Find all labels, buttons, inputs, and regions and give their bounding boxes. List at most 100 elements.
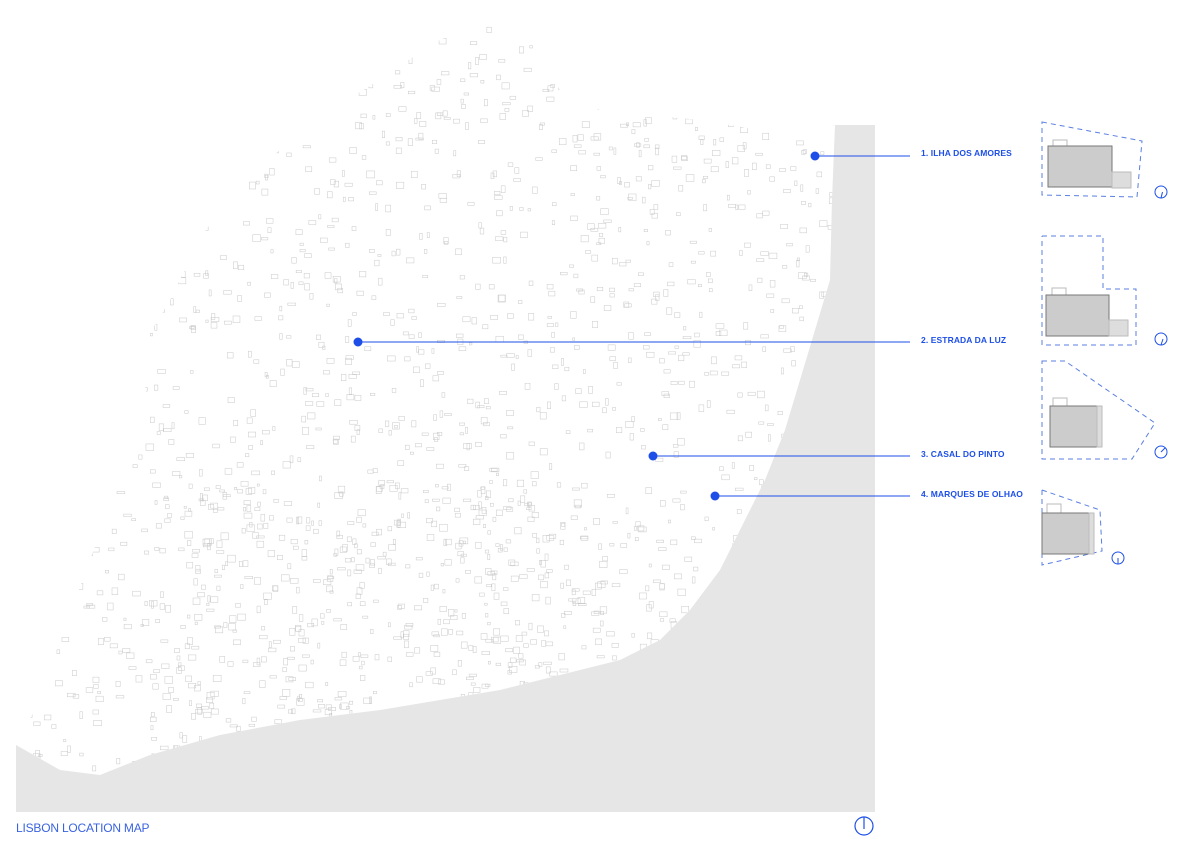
building-footprint [436,79,442,85]
building-footprint [395,181,405,189]
building-footprint [43,492,52,498]
building-footprint [432,375,439,382]
building-footprint [509,206,513,211]
building-footprint [88,446,97,451]
building-footprint [182,735,188,743]
site-marker-4[interactable] [710,491,720,501]
building-footprint [419,233,423,240]
building-footprint [460,553,467,557]
building-footprint [644,332,651,337]
building-footprint [700,139,704,145]
site-label-1: 1. ILHA DOS AMORES [921,148,1012,158]
building-footprint [697,284,702,288]
building-footprint [242,560,249,567]
building-footprint [277,704,286,709]
building-footprint [36,306,43,313]
site-label-3: 3. CASAL DO PINTO [921,449,1005,459]
building-footprint [695,127,698,131]
building-footprint [293,545,299,550]
building-footprint [140,624,144,627]
building-footprint [478,140,485,144]
building-footprint [256,605,261,614]
building-footprint [263,522,269,529]
building-footprint [510,561,519,567]
building-footprint [700,43,704,49]
building-footprint [611,583,621,587]
building-footprint [457,551,464,557]
building-footprint [591,254,598,262]
building-footprint [44,584,48,592]
building-footprint [794,180,798,186]
building-footprint [545,596,551,605]
building-footprint [215,51,223,60]
building-footprint [484,398,489,405]
building-footprint [341,170,345,177]
building-footprint [335,283,342,291]
building-footprint [283,501,293,506]
building-footprint [386,558,392,565]
building-footprint [155,619,161,623]
building-footprint [443,237,449,244]
building-footprint [634,143,642,147]
building-footprint [452,174,461,179]
building-footprint [478,509,487,516]
building-footprint [178,662,182,667]
building-footprint [423,249,428,254]
building-footprint [347,569,352,577]
building-footprint [100,47,104,54]
building-footprint [283,71,291,79]
site-marker-1[interactable] [810,151,820,161]
building-footprint [333,553,338,557]
building-footprint [487,530,491,535]
building-footprint [315,427,322,431]
building-footprint [469,73,478,78]
building-footprint [243,512,253,519]
building-footprint [144,550,149,555]
building-footprint [263,592,272,600]
building-footprint [252,54,256,58]
building-footprint [413,366,420,374]
building-footprint [503,506,512,510]
building-footprint [539,412,547,420]
site-marker-2[interactable] [353,337,363,347]
building-footprint [172,386,180,390]
building-footprint [762,132,769,141]
building-footprint [198,417,206,425]
building-footprint [139,387,148,392]
building-footprint [86,604,96,609]
building-footprint [434,148,439,154]
building-footprint [358,89,367,96]
building-footprint [509,21,515,26]
building-footprint [672,166,682,170]
building-footprint [228,86,231,90]
building-footprint [410,451,414,455]
building-footprint [37,403,43,409]
building-footprint [318,520,322,526]
building-footprint [170,70,178,76]
building-footprint [56,549,65,553]
building-footprint [184,643,190,650]
building-footprint [268,647,277,653]
building-footprint [305,681,314,689]
building-footprint [286,152,292,157]
building-footprint [191,553,199,558]
building-footprint [120,541,128,546]
building-footprint [788,110,795,114]
building-footprint [560,582,564,589]
site-marker-3[interactable] [648,451,658,461]
building-footprint [370,559,375,566]
building-footprint [424,205,431,211]
building-footprint [693,566,699,572]
building-footprint [332,439,338,444]
building-footprint [408,90,416,95]
building-footprint [165,504,170,509]
building-footprint [438,679,445,685]
building-footprint [672,111,678,120]
building-footprint [653,579,661,583]
building-footprint [699,311,703,318]
building-footprint [210,708,219,715]
building-footprint [674,573,682,580]
building-footprint [301,415,306,423]
building-footprint [443,117,451,120]
building-footprint [220,51,229,56]
